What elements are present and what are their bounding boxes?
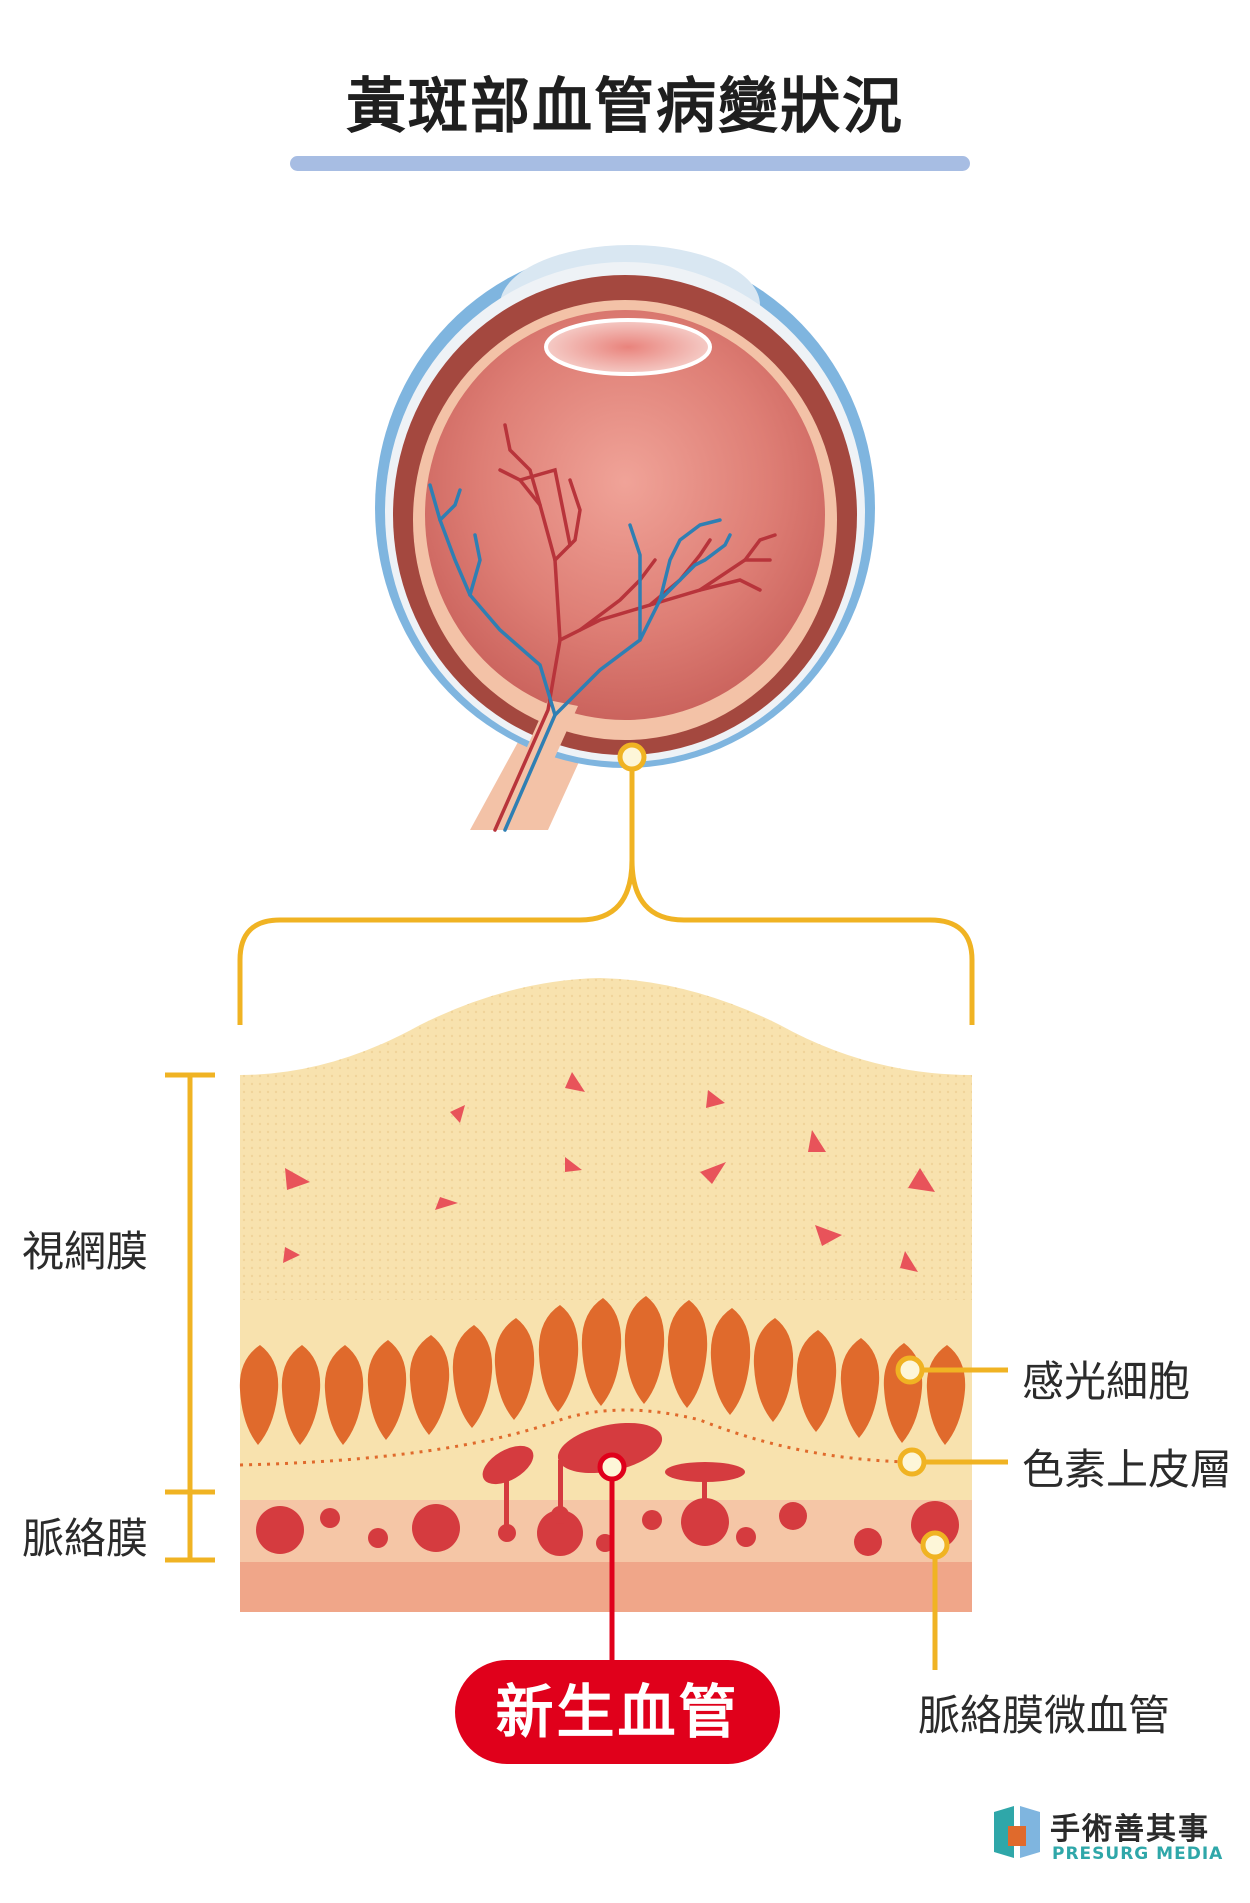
rpe-line [239, 1408, 913, 1467]
retina-label: 視網膜 [22, 1227, 149, 1276]
photoreceptors [239, 1258, 966, 1445]
retinal-arteries [493, 423, 777, 832]
neovascularization-callout: 新生血管 [455, 1660, 780, 1764]
photoreceptor-marker [895, 1355, 925, 1385]
neovascular-marker [597, 1452, 627, 1482]
brand-logo: 手術善其事 PRESURG MEDIA [990, 1802, 1230, 1872]
logo-name: 手術善其事 [1050, 1812, 1210, 1847]
choriocapillaris-label: 脈絡膜微血管 [918, 1691, 1171, 1740]
new-blood-vessels [482, 1422, 745, 1542]
page-title: 黃斑部血管病變狀況 [346, 72, 904, 142]
macula-marker [617, 742, 647, 772]
layer-brackets [165, 1072, 215, 1563]
rpe-label: 色素上皮層 [1022, 1445, 1233, 1494]
rpe-marker [897, 1447, 927, 1477]
retinal-veins [428, 483, 732, 832]
sclera-layer [240, 1562, 972, 1612]
logo-icon [994, 1806, 1040, 1858]
lens [544, 318, 712, 376]
retinal-cells [283, 1072, 935, 1272]
title-underline [290, 156, 970, 171]
eyeball-body [425, 310, 825, 720]
capillary-marker [920, 1530, 950, 1560]
eye-diagram [375, 245, 875, 832]
retina-cross-section [239, 978, 972, 1612]
choroid-label: 脈絡膜 [22, 1514, 149, 1563]
photoreceptor-cell [239, 1315, 279, 1445]
photoreceptor-label: 感光細胞 [1022, 1357, 1191, 1406]
zoom-bracket [237, 770, 975, 1025]
logo-subtitle: PRESURG MEDIA [1052, 1844, 1224, 1864]
leader-lines [922, 1367, 1008, 1670]
